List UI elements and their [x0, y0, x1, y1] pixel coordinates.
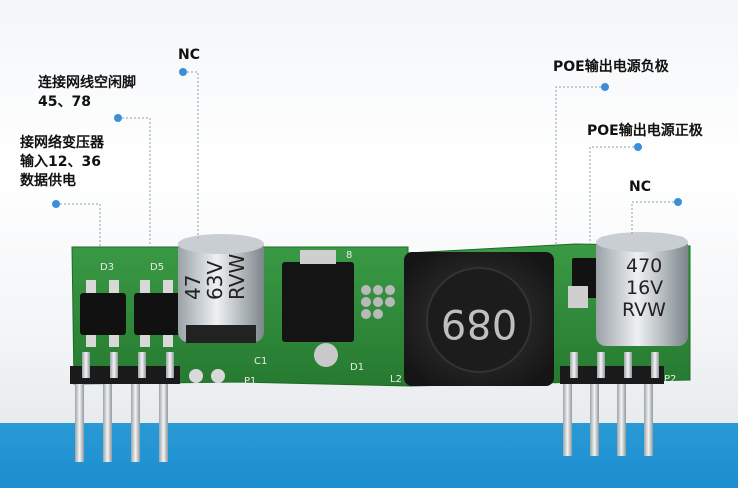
capacitor-left-base	[186, 325, 256, 343]
capacitor-right-top	[596, 232, 688, 252]
header-pins-left	[75, 352, 174, 462]
smd-chip-d5	[134, 293, 180, 335]
label-poe-negative: POE输出电源负极	[553, 59, 669, 75]
inductor-marking: 089	[441, 300, 517, 346]
solder-pad-d1	[314, 343, 338, 367]
label-spare-pins: 连接网线空闲脚 45、78	[38, 75, 136, 110]
smd-chip-d3	[80, 293, 126, 335]
capacitor-left-body	[178, 238, 264, 342]
svg-text:RVW: RVW	[622, 299, 666, 321]
header-plastic-left	[70, 366, 180, 384]
marker-dots	[52, 68, 682, 208]
svg-text:47: 47	[181, 275, 205, 300]
svg-text:470: 470	[626, 255, 662, 277]
capacitor-left-marking: 47 63V RVW	[181, 254, 249, 300]
leader-lines	[56, 71, 678, 247]
svg-text:D5: D5	[150, 262, 164, 273]
label-nc-right: NC	[629, 179, 651, 195]
header-pins-right	[563, 352, 659, 456]
smd-chip-leads	[86, 280, 173, 347]
svg-text:RVW: RVW	[225, 254, 249, 300]
inductor-core	[426, 267, 532, 373]
mounting-hole	[189, 369, 203, 383]
capacitor-right-body	[596, 236, 688, 346]
svg-text:8: 8	[346, 250, 352, 261]
via-holes	[361, 285, 395, 319]
svg-text:L2: L2	[390, 374, 402, 385]
svg-text:D1: D1	[350, 362, 364, 373]
blue-background-band	[0, 423, 738, 488]
mosfet-package	[282, 262, 354, 342]
svg-text:P1: P1	[244, 376, 256, 387]
silkscreen: D3 D5 C1 D1 L2 P1 P2 8	[100, 250, 676, 387]
mosfet-tab	[300, 250, 336, 264]
label-poe-positive: POE输出电源正极	[587, 123, 703, 139]
smd-pad-right	[568, 286, 588, 308]
svg-text:P2: P2	[664, 374, 676, 385]
label-transformer-input: 接网络变压器 输入12、36 数据供电	[20, 135, 104, 189]
svg-text:16V: 16V	[626, 277, 663, 299]
svg-text:63V: 63V	[203, 261, 227, 300]
capacitor-left-top	[178, 234, 264, 254]
svg-text:D3: D3	[100, 262, 114, 273]
svg-text:C1: C1	[254, 356, 267, 367]
header-plastic-right	[560, 366, 664, 384]
label-nc-left: NC	[178, 47, 200, 63]
mounting-hole	[211, 369, 225, 383]
capacitor-right-marking: 470 16V RVW	[622, 255, 666, 321]
